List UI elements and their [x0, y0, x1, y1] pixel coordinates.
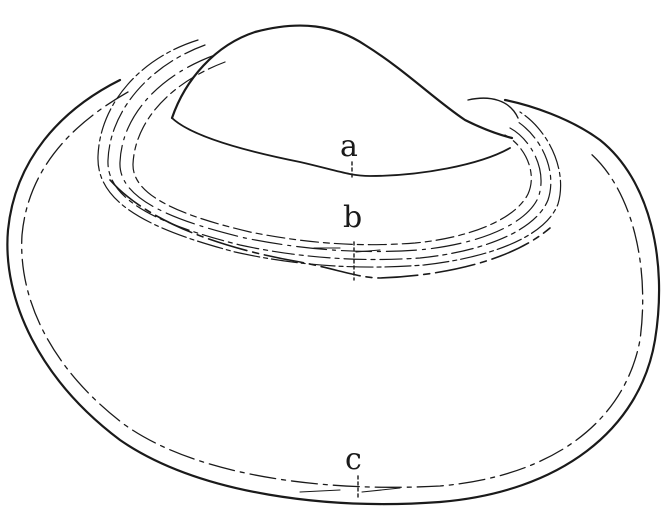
outer-shell-outline [7, 80, 659, 504]
umbo-cap-outline [172, 26, 512, 138]
label-b: b [343, 203, 362, 233]
label-a: a [340, 132, 358, 162]
growth-band-line-4 [98, 40, 561, 267]
growth-line-b [110, 180, 550, 278]
hatch-c [300, 488, 400, 492]
growth-band-line-3 [133, 62, 531, 245]
label-c: c [345, 445, 362, 475]
outer-shell-inner-dashed [22, 92, 643, 487]
